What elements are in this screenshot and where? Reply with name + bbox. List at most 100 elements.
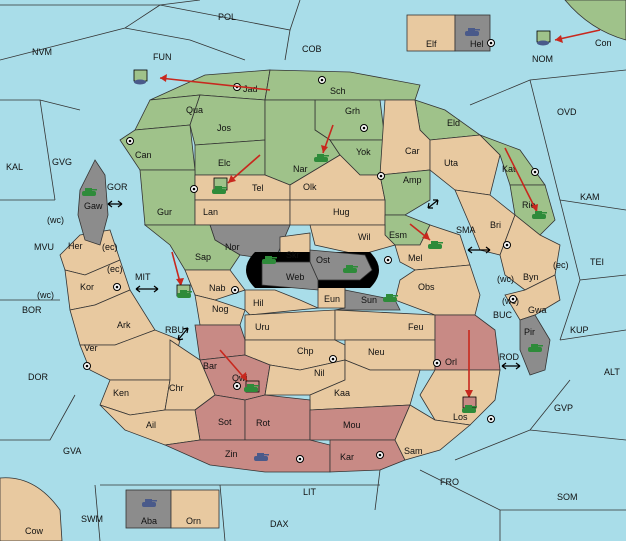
label-mvu: MVU [34,242,54,252]
region-nog[interactable] [194,294,246,326]
label-yok: Yok [356,147,371,157]
label-tei: TEI [590,257,604,267]
label-obs: Obs [418,282,435,292]
region-ail[interactable] [99,404,201,446]
label-sun: Sun [361,295,377,305]
region-sam[interactable] [394,404,471,461]
label-zin: Zin [225,449,238,459]
supply-center-icon [433,359,441,367]
region-sch[interactable] [264,69,421,101]
sea-labels: POL NVM FUN COB Con NOM OVD KAL GVG GOR … [6,12,620,536]
label-sot: Sot [218,417,232,427]
region-nab[interactable] [184,269,246,301]
passage-arrow-icon [467,246,491,254]
label-orn: Orn [186,516,201,526]
label-sap: Sap [195,252,211,262]
label-kam: KAM [580,192,600,202]
region-elf[interactable] [406,14,456,52]
label-wil: Wil [358,232,371,242]
label-kaa: Kaa [334,388,350,398]
label-ver: Ver [84,343,98,353]
supply-center-icon [296,455,304,463]
tank-icon [177,290,192,298]
label-gaw: Gaw [84,201,103,211]
label-gva: GVA [63,446,81,456]
tank-icon [244,384,259,392]
region-kar[interactable] [329,439,406,473]
label-rie: Rie [522,200,536,210]
label-uru: Uru [255,322,270,332]
coast-tag: (wc) [37,290,54,300]
label-eun: Eun [324,294,340,304]
label-kor: Kor [80,282,94,292]
label-nom: NOM [532,54,553,64]
label-can: Can [135,150,152,160]
label-gvg: GVG [52,157,72,167]
label-los: Los [453,412,468,422]
tank-icon [428,241,443,249]
region-gaw[interactable] [77,159,109,246]
label-sma: SMA [456,225,476,235]
label-hel: Hel [470,39,484,49]
tank-icon [462,405,477,413]
label-pir: Pir [524,327,535,337]
label-mel: Mel [408,253,423,263]
region-sap[interactable] [143,224,241,271]
label-elf: Elf [426,39,437,49]
order-arrows [159,29,601,398]
label-elc: Elc [218,158,231,168]
region-rie[interactable] [509,184,556,236]
label-hug: Hug [333,207,350,217]
label-kar: Kar [340,452,354,462]
label-chr: Chr [169,383,184,393]
label-som: SOM [557,492,578,502]
supply-center-icon [487,415,495,423]
supply-center-icon [384,256,392,264]
label-ail: Ail [146,420,156,430]
label-chp: Chp [297,346,314,356]
label-alt: ALT [604,367,620,377]
label-jad: Jad [243,84,258,94]
label-gur: Gur [157,207,172,217]
label-sch: Sch [330,86,346,96]
label-ark: Ark [117,320,131,330]
label-bri: Bri [490,220,501,230]
tank-icon [262,256,277,264]
supply-center-icon [231,286,239,294]
fleet-units [82,28,547,507]
tank-icon [314,154,329,162]
label-nab: Nab [209,283,226,293]
label-cow: Cow [25,526,44,536]
label-gwa: Gwa [528,305,547,315]
passage-arrow-icon [135,285,159,293]
label-jos: Jos [217,123,232,133]
region-rot[interactable] [244,394,311,441]
region-bar[interactable] [194,324,246,361]
label-lit: LIT [303,487,317,497]
region-jos[interactable] [189,94,266,146]
label-dax: DAX [270,519,289,529]
label-rbu: RBU [165,325,184,335]
supply-center-icon [318,76,326,84]
region-byn[interactable] [499,214,561,291]
tank-icon [212,186,227,194]
supply-center-icon [329,355,337,363]
tank-icon [343,265,358,273]
tank-icon [142,499,157,507]
label-bor: BOR [22,305,42,315]
label-uta: Uta [444,158,458,168]
label-skr: Skr [286,250,300,260]
region-orn[interactable] [170,489,220,529]
region-web[interactable] [261,261,319,291]
label-hil: Hil [253,298,264,308]
army-icon [536,30,551,46]
coast-tag: (ec) [553,260,569,270]
region-cow[interactable] [0,477,63,541]
label-nvm: NVM [32,47,52,57]
label-byn: Byn [523,272,539,282]
label-nil: Nil [314,368,325,378]
supply-center-icon [83,362,91,370]
